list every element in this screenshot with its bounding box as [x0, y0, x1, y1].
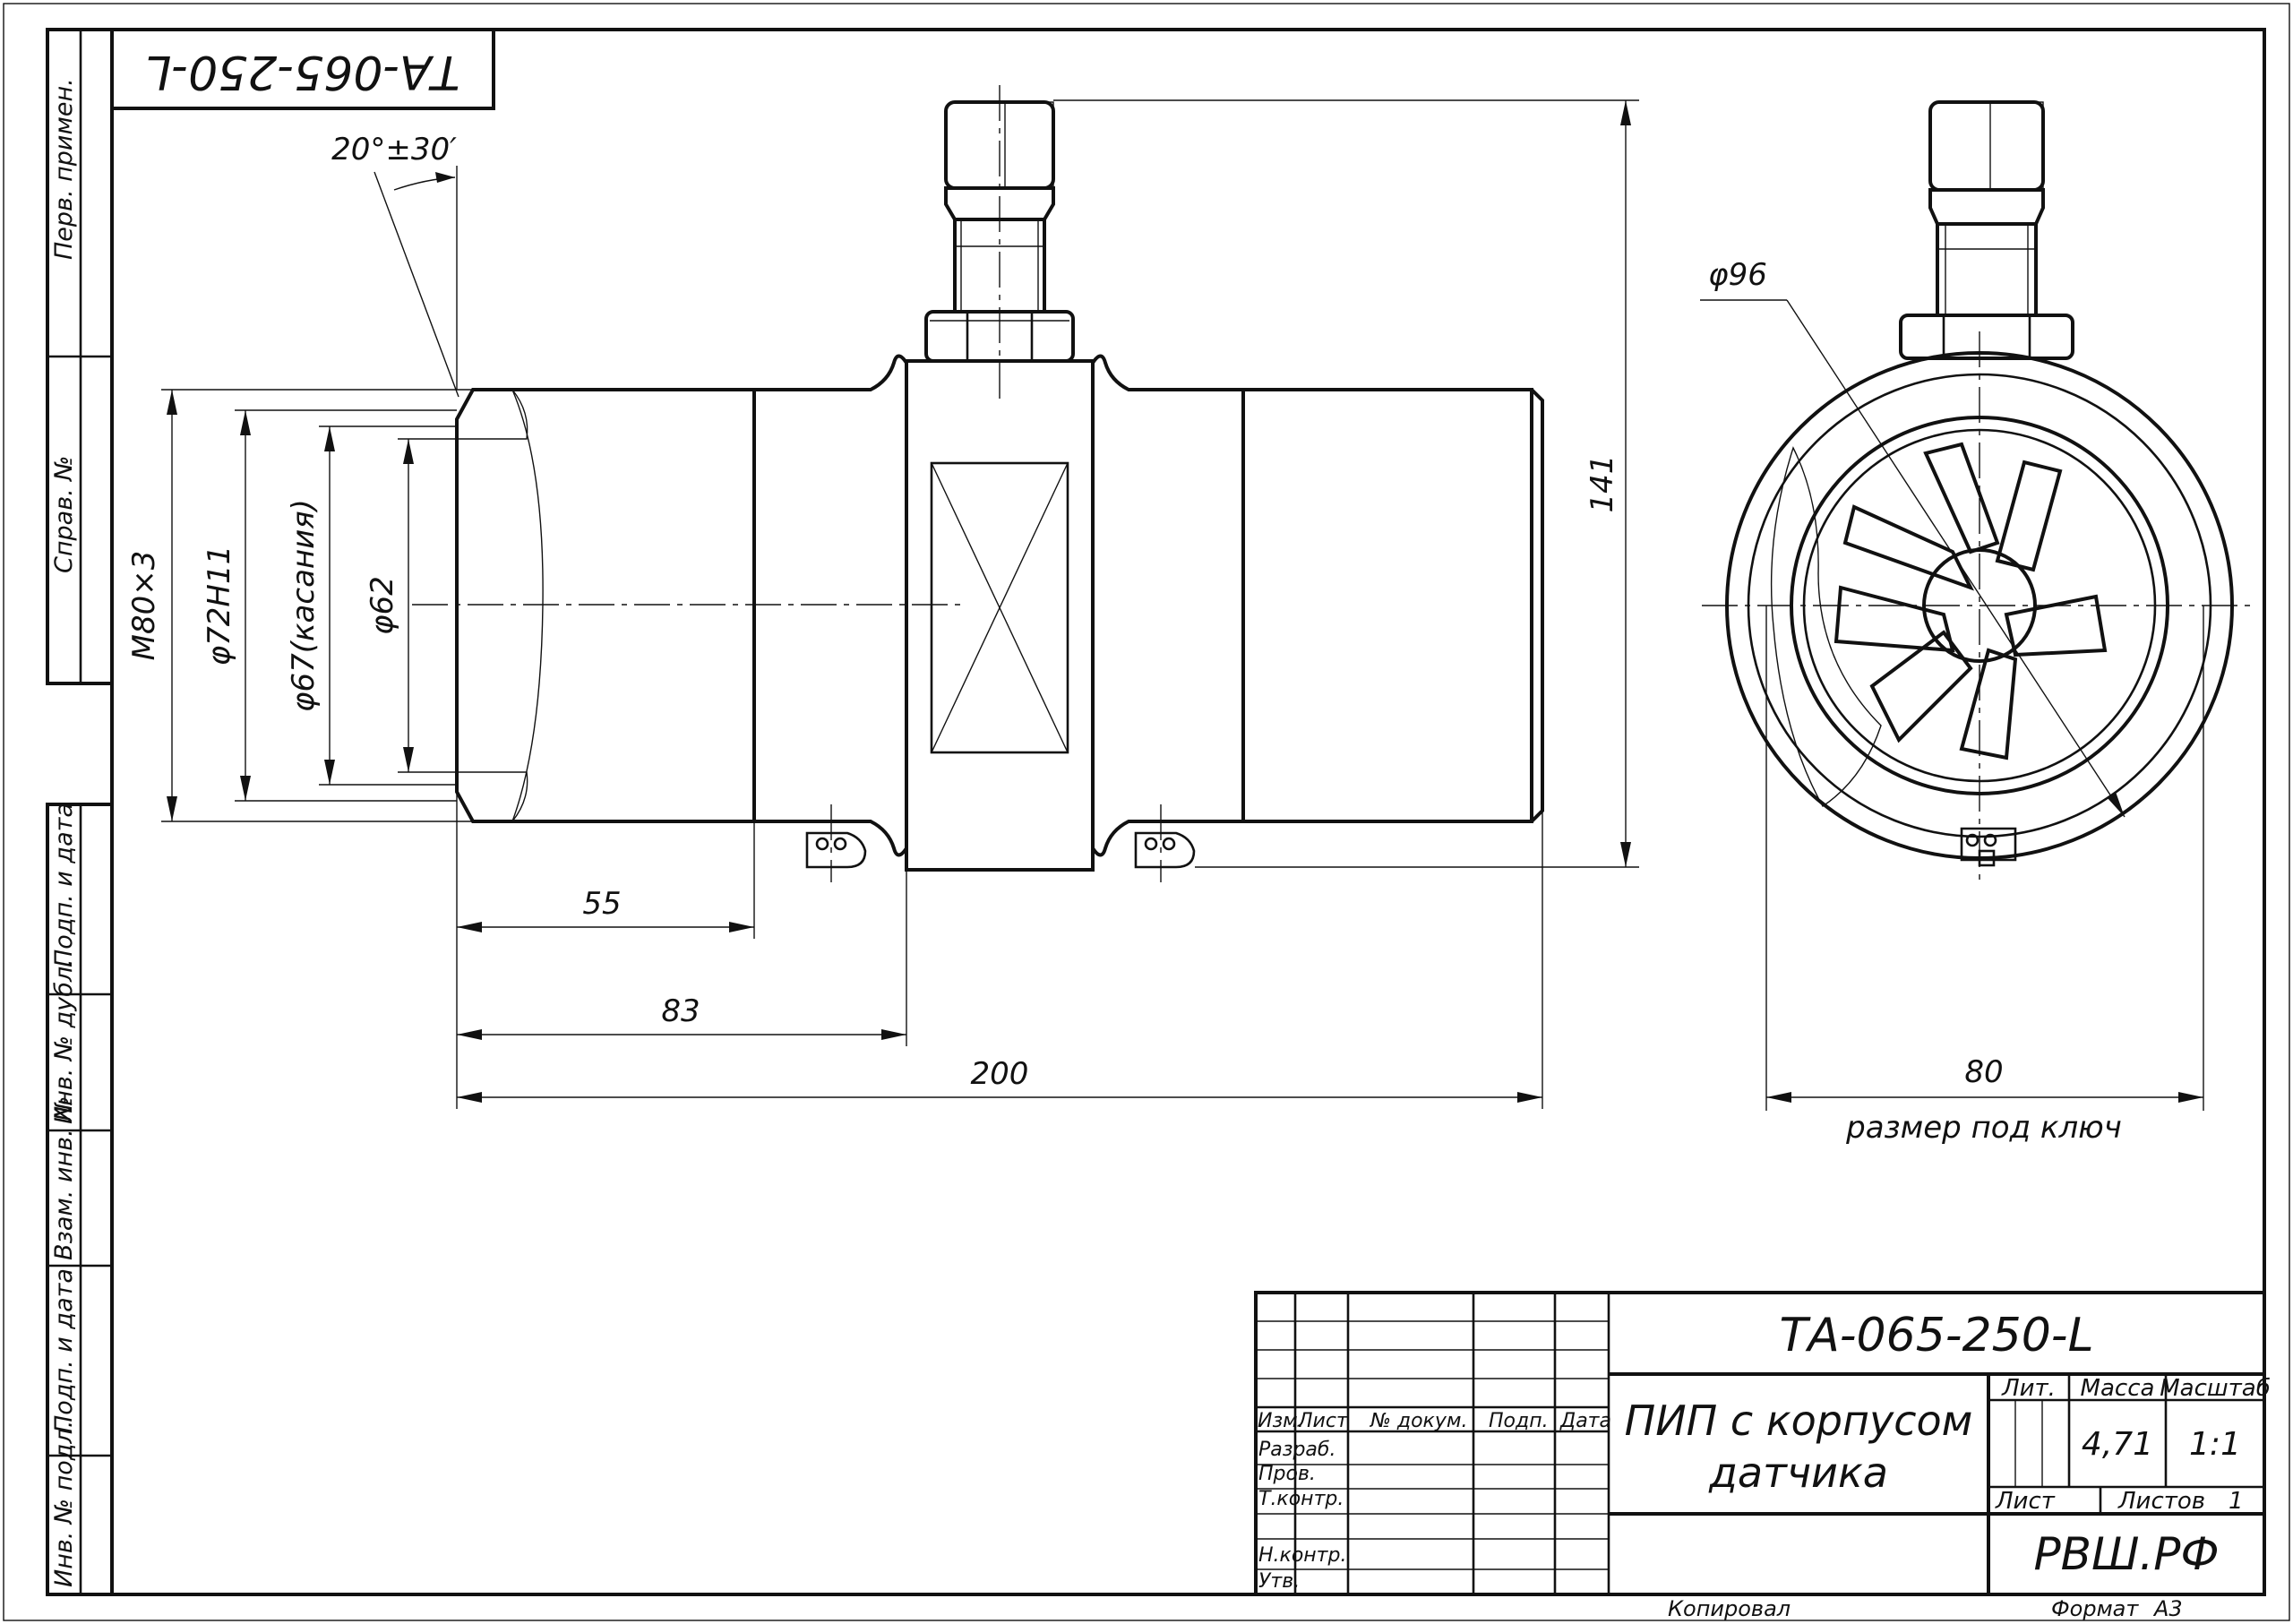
- sig-row-nkontr: Н.контр.: [1258, 1544, 1346, 1567]
- header-mass: Масса: [2081, 1375, 2155, 1402]
- header-scale: Масштаб: [2160, 1375, 2271, 1402]
- rotated-designation: ТА-065-250-L: [145, 45, 459, 99]
- stamp-sprav-no: Справ. №: [50, 456, 78, 573]
- header-lit: Лит.: [2001, 1375, 2056, 1402]
- header-sheet: Лист: [1995, 1488, 2056, 1515]
- side-stamp-lower: [46, 803, 114, 1596]
- format-value: А3: [2152, 1596, 2183, 1621]
- rev-col-list: Лист: [1297, 1410, 1349, 1432]
- dim-len55: 55: [582, 886, 621, 922]
- front-view: [412, 85, 1544, 882]
- dim-height: 141: [1584, 455, 1620, 513]
- sig-row-utv: Утв.: [1258, 1570, 1300, 1593]
- front-view-dimensions: [161, 99, 1639, 1109]
- title-name-line1: ПИП с корпусом: [1625, 1396, 1973, 1445]
- dim-wrench-note: размер под ключ: [1845, 1110, 2122, 1146]
- mass-value: 4,71: [2082, 1426, 2153, 1463]
- sig-row-prov: Пров.: [1258, 1463, 1316, 1485]
- side-stamp-upper: [46, 28, 114, 685]
- scale-value: 1:1: [2189, 1426, 2241, 1463]
- dim-wrench: 80: [1964, 1054, 2003, 1090]
- stamp-perv-primen: Перв. примен.: [50, 78, 78, 260]
- title-name-line2: датчика: [1708, 1448, 1888, 1497]
- format-label: Формат: [2051, 1596, 2139, 1621]
- rev-col-dokum: № докум.: [1370, 1410, 1467, 1432]
- rev-col-podp: Подп.: [1489, 1410, 1549, 1432]
- dim-d72: φ72H11: [202, 546, 237, 666]
- stamp-vzam-inv: Взам. инв. №: [50, 1096, 78, 1260]
- company-name: РВШ.РФ: [2033, 1528, 2219, 1580]
- sheet-outer-border: [3, 3, 2290, 1621]
- side-view: [1700, 100, 2257, 1111]
- dim-len83: 83: [661, 993, 700, 1029]
- dim-d62: φ62: [365, 576, 400, 635]
- dim-thread: М80×3: [126, 551, 162, 661]
- sig-row-tkontr: Т.контр.: [1258, 1488, 1344, 1510]
- sheets-count: 1: [2229, 1488, 2244, 1515]
- rev-col-izm: Изм.: [1258, 1410, 1304, 1432]
- sig-row-razrab: Разраб.: [1258, 1439, 1335, 1461]
- stamp-podp-data-1: Подп. и дата: [50, 803, 78, 967]
- rev-col-data: Дата: [1559, 1410, 1611, 1432]
- dim-len200: 200: [971, 1056, 1029, 1092]
- title-designation: ТА-065-250-L: [1779, 1309, 2093, 1362]
- dim-angle: 20°±30′: [331, 132, 457, 168]
- stamp-podp-data-2: Подп. и дата: [50, 1268, 78, 1433]
- dim-d96: φ96: [1708, 257, 1767, 293]
- copied-label: Копировал: [1668, 1596, 1791, 1621]
- stamp-inv-podl: Инв. № подл.: [50, 1421, 78, 1587]
- header-sheets: Листов: [2117, 1488, 2205, 1515]
- title-block: [1254, 1291, 2266, 1596]
- stamp-inv-dubl: Инв. № дубл.: [50, 958, 78, 1124]
- rotated-designation-box: [110, 28, 495, 110]
- dim-d67: φ67(касания): [286, 499, 322, 712]
